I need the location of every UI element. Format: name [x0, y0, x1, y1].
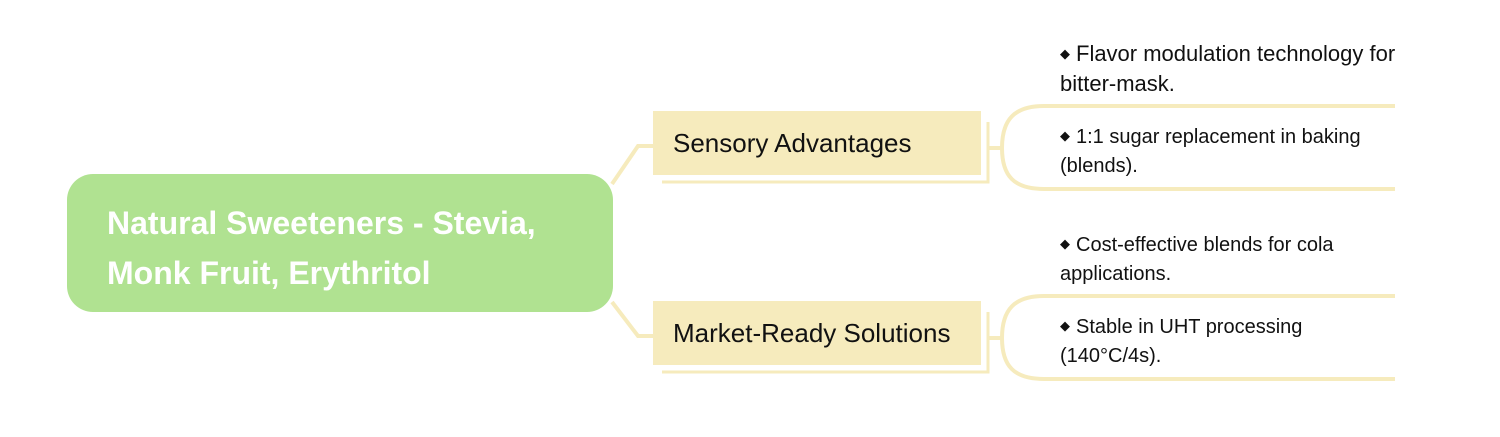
- leaf-node[interactable]: ◆Flavor modulation technology for bitter…: [1060, 39, 1400, 99]
- branch-node-sensory[interactable]: Sensory Advantages: [653, 111, 981, 175]
- root-title-line-1: Natural Sweeteners - Stevia,: [107, 205, 536, 241]
- branch-2-shadow-edge: [662, 312, 990, 374]
- leaf-text: Stable in UHT processing (140°C/4s).: [1060, 316, 1303, 367]
- leaf-text: Cost-effective blends for cola applicati…: [1060, 234, 1334, 285]
- diamond-bullet-icon: ◆: [1060, 128, 1070, 143]
- leaf-node[interactable]: ◆Stable in UHT processing (140°C/4s).: [1060, 311, 1400, 371]
- diamond-bullet-icon: ◆: [1060, 46, 1070, 61]
- root-node[interactable]: Natural Sweeteners - Stevia, Monk Fruit,…: [67, 174, 613, 312]
- leaf-text: 1:1 sugar replacement in baking (blends)…: [1060, 126, 1361, 177]
- branch-node-market[interactable]: Market-Ready Solutions: [653, 301, 981, 365]
- leaf-text: Flavor modulation technology for bitter-…: [1060, 41, 1396, 96]
- connector-root-branch-1: [610, 144, 653, 186]
- connector-branch-2-leaves: [988, 294, 1395, 381]
- connector-root-branch-2: [610, 300, 653, 338]
- diamond-bullet-icon: ◆: [1060, 318, 1070, 333]
- branch-label: Market-Ready Solutions: [673, 317, 951, 348]
- connector-branch-1-leaves: [988, 104, 1395, 191]
- leaf-node[interactable]: ◆1:1 sugar replacement in baking (blends…: [1060, 121, 1400, 181]
- root-title-line-2: Monk Fruit, Erythritol: [107, 255, 431, 291]
- leaf-node[interactable]: ◆Cost-effective blends for cola applicat…: [1060, 229, 1400, 289]
- branch-1-shadow-edge: [662, 122, 990, 184]
- branch-label: Sensory Advantages: [673, 127, 912, 158]
- diamond-bullet-icon: ◆: [1060, 236, 1070, 251]
